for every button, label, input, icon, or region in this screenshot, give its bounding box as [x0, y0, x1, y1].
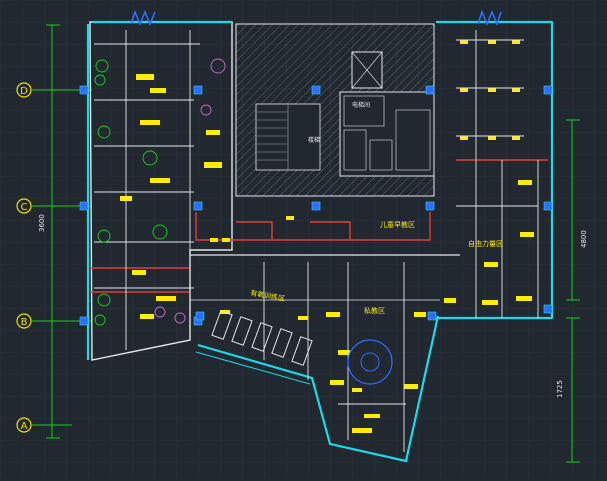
equipment-icon — [414, 312, 426, 317]
equipment-icon — [150, 178, 170, 183]
equipment-icon — [482, 300, 498, 305]
equipment-layer — [120, 40, 534, 433]
equipment-icon — [460, 40, 468, 44]
axis-label-A: A — [21, 421, 28, 432]
equipment-icon — [136, 74, 154, 80]
column-icon — [193, 85, 203, 95]
equipment-icon — [484, 262, 498, 267]
equipment-icon — [488, 40, 496, 44]
equipment-icon — [150, 88, 166, 93]
right-dimension-lower-label: 1725 — [556, 380, 564, 398]
equipment-icon — [352, 388, 362, 392]
core-label-stair: 楼梯 — [308, 136, 320, 144]
equipment-icon — [206, 130, 220, 135]
equipment-icon — [512, 136, 520, 140]
axis-label-D: D — [20, 86, 28, 97]
axis-line-A: A — [16, 417, 72, 433]
equipment-icon — [326, 312, 340, 317]
zone-label-free-strength: 自由力量区 — [468, 239, 503, 248]
west-wing-partitions — [94, 30, 200, 350]
axis-label-B: B — [21, 317, 28, 328]
equipment-icon — [156, 296, 176, 301]
equipment-icon — [210, 238, 218, 242]
right-dimension — [566, 119, 580, 463]
equipment-icon — [488, 136, 496, 140]
equipment-icon — [132, 270, 146, 275]
equipment-icon — [286, 216, 294, 220]
column-icon — [543, 304, 553, 314]
column-icon — [79, 201, 89, 211]
left-dimension — [46, 24, 60, 439]
equipment-icon — [404, 384, 418, 389]
equipment-icon — [512, 88, 520, 92]
column-icon — [543, 201, 553, 211]
chairs — [154, 58, 226, 324]
columns — [79, 85, 553, 326]
equipment-icon — [444, 298, 456, 303]
equipment-icon — [516, 296, 532, 301]
equipment-icon — [140, 314, 154, 319]
equipment-icon — [460, 136, 468, 140]
central-core: 电梯间 楼梯 — [235, 23, 435, 197]
column-icon — [79, 316, 89, 326]
east-wing-partitions — [456, 30, 539, 318]
north-notch-east — [477, 9, 502, 27]
column-icon — [425, 85, 435, 95]
treadmill-group — [211, 310, 313, 366]
equipment-icon — [460, 88, 468, 92]
equipment-icon — [520, 232, 534, 237]
column-icon — [195, 311, 205, 321]
south-fixtures — [263, 262, 406, 452]
equipment-icon — [352, 428, 372, 433]
axis-label-C: C — [21, 202, 28, 213]
column-icon — [311, 201, 321, 211]
kids-area-walls — [90, 159, 548, 293]
column-icon — [311, 85, 321, 95]
zone-label-kids: 儿童早教区 — [380, 220, 415, 229]
equipment-icon — [140, 120, 160, 125]
column-icon — [427, 311, 437, 321]
column-icon — [425, 201, 435, 211]
equipment-icon — [298, 316, 308, 320]
equipment-icon — [330, 380, 344, 385]
equipment-icon — [512, 40, 520, 44]
column-icon — [543, 85, 553, 95]
right-dimension-upper-label: 4800 — [580, 230, 588, 248]
column-icon — [79, 85, 89, 95]
core-label-lift: 电梯间 — [352, 101, 370, 109]
equipment-icon — [204, 162, 222, 168]
equipment-icon — [222, 238, 230, 242]
north-notch-west — [130, 9, 156, 27]
zone-label-stretch: 私教区 — [364, 306, 385, 315]
equipment-icon — [488, 88, 496, 92]
equipment-icon — [338, 350, 350, 355]
equipment-icon — [518, 180, 532, 185]
plants — [94, 59, 168, 326]
column-icon — [193, 201, 203, 211]
equipment-icon — [364, 414, 380, 418]
left-dimension-label: 3600 — [38, 214, 46, 232]
